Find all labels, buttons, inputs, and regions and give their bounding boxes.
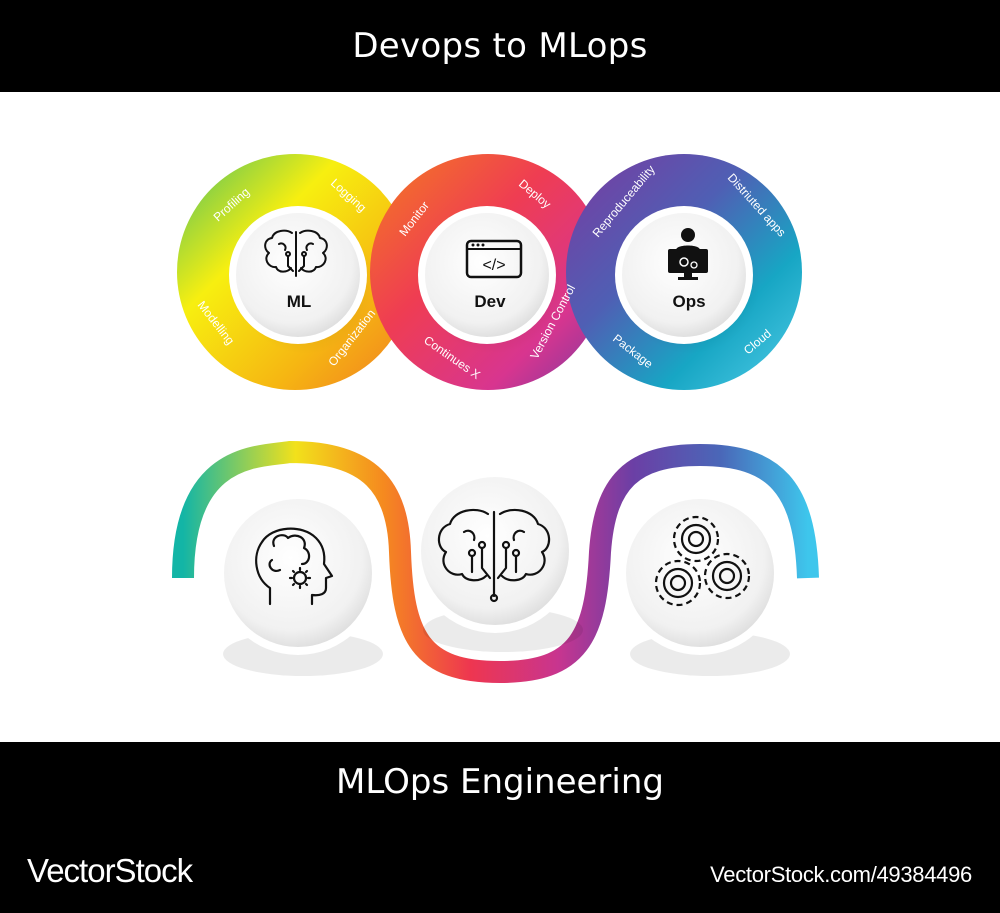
brand-logo: VectorStock [27,852,193,889]
image-id: VectorStock.com/49384496 [710,862,972,887]
operator-monitor-icon [668,228,708,280]
footer-bar: MLOps Engineering VectorStock VectorStoc… [0,742,1000,913]
brain-circuit-icon [437,508,551,603]
ml-node: ML [229,206,375,354]
brain-circuit-icon [264,229,328,277]
head-gear-icon [255,527,334,606]
code-window-icon: </> [465,239,523,279]
circle-label-ml: ML [287,292,312,311]
bottom-wave [172,440,819,684]
page-title: Devops to MLops [352,26,648,66]
ops-node: Ops [615,206,760,354]
footer-title: MLOps Engineering [336,762,664,802]
gears-icon [654,515,751,607]
circle-label-dev: Dev [474,292,506,311]
svg-text:</>: </> [482,257,505,274]
header-bar: Devops to MLops [0,0,1000,92]
diagram-area: Profiling Logging Modelling Organization… [0,92,1000,742]
bottom-node-brain [413,469,583,652]
circle-label-ops: Ops [672,292,705,311]
diagram-svg: Profiling Logging Modelling Organization… [172,154,819,684]
dev-node: </> Dev [418,206,563,354]
bottom-node-gears [618,491,790,676]
bottom-node-head [216,491,383,676]
